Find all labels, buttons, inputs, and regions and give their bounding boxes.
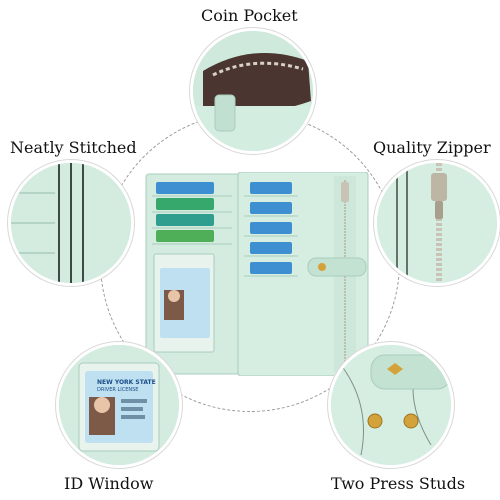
id-window-label: ID Window (64, 474, 154, 493)
stitching-closeup (11, 163, 131, 283)
id-card-license-text: DRIVER LICENSE (97, 387, 139, 393)
zipper-closeup (377, 163, 497, 283)
id-window-closeup (59, 345, 179, 465)
id-window-bubble: NEW YORK STATE DRIVER LICENSE (56, 342, 182, 468)
coin-pocket-bubble (190, 28, 316, 154)
wallet-illustration (145, 171, 369, 377)
press-studs-bubble (328, 342, 454, 468)
coin-pocket-label: Coin Pocket (201, 6, 298, 25)
id-card-state-text: NEW YORK STATE (97, 379, 156, 386)
two-press-studs-label: Two Press Studs (331, 474, 466, 493)
quality-zipper-label: Quality Zipper (373, 138, 491, 157)
coin-pocket-closeup (193, 31, 313, 151)
neatly-stitched-label: Neatly Stitched (10, 138, 137, 157)
wallet-main-image (144, 171, 370, 377)
press-studs-closeup (331, 345, 451, 465)
neatly-stitched-bubble (8, 160, 134, 286)
quality-zipper-bubble (374, 160, 500, 286)
